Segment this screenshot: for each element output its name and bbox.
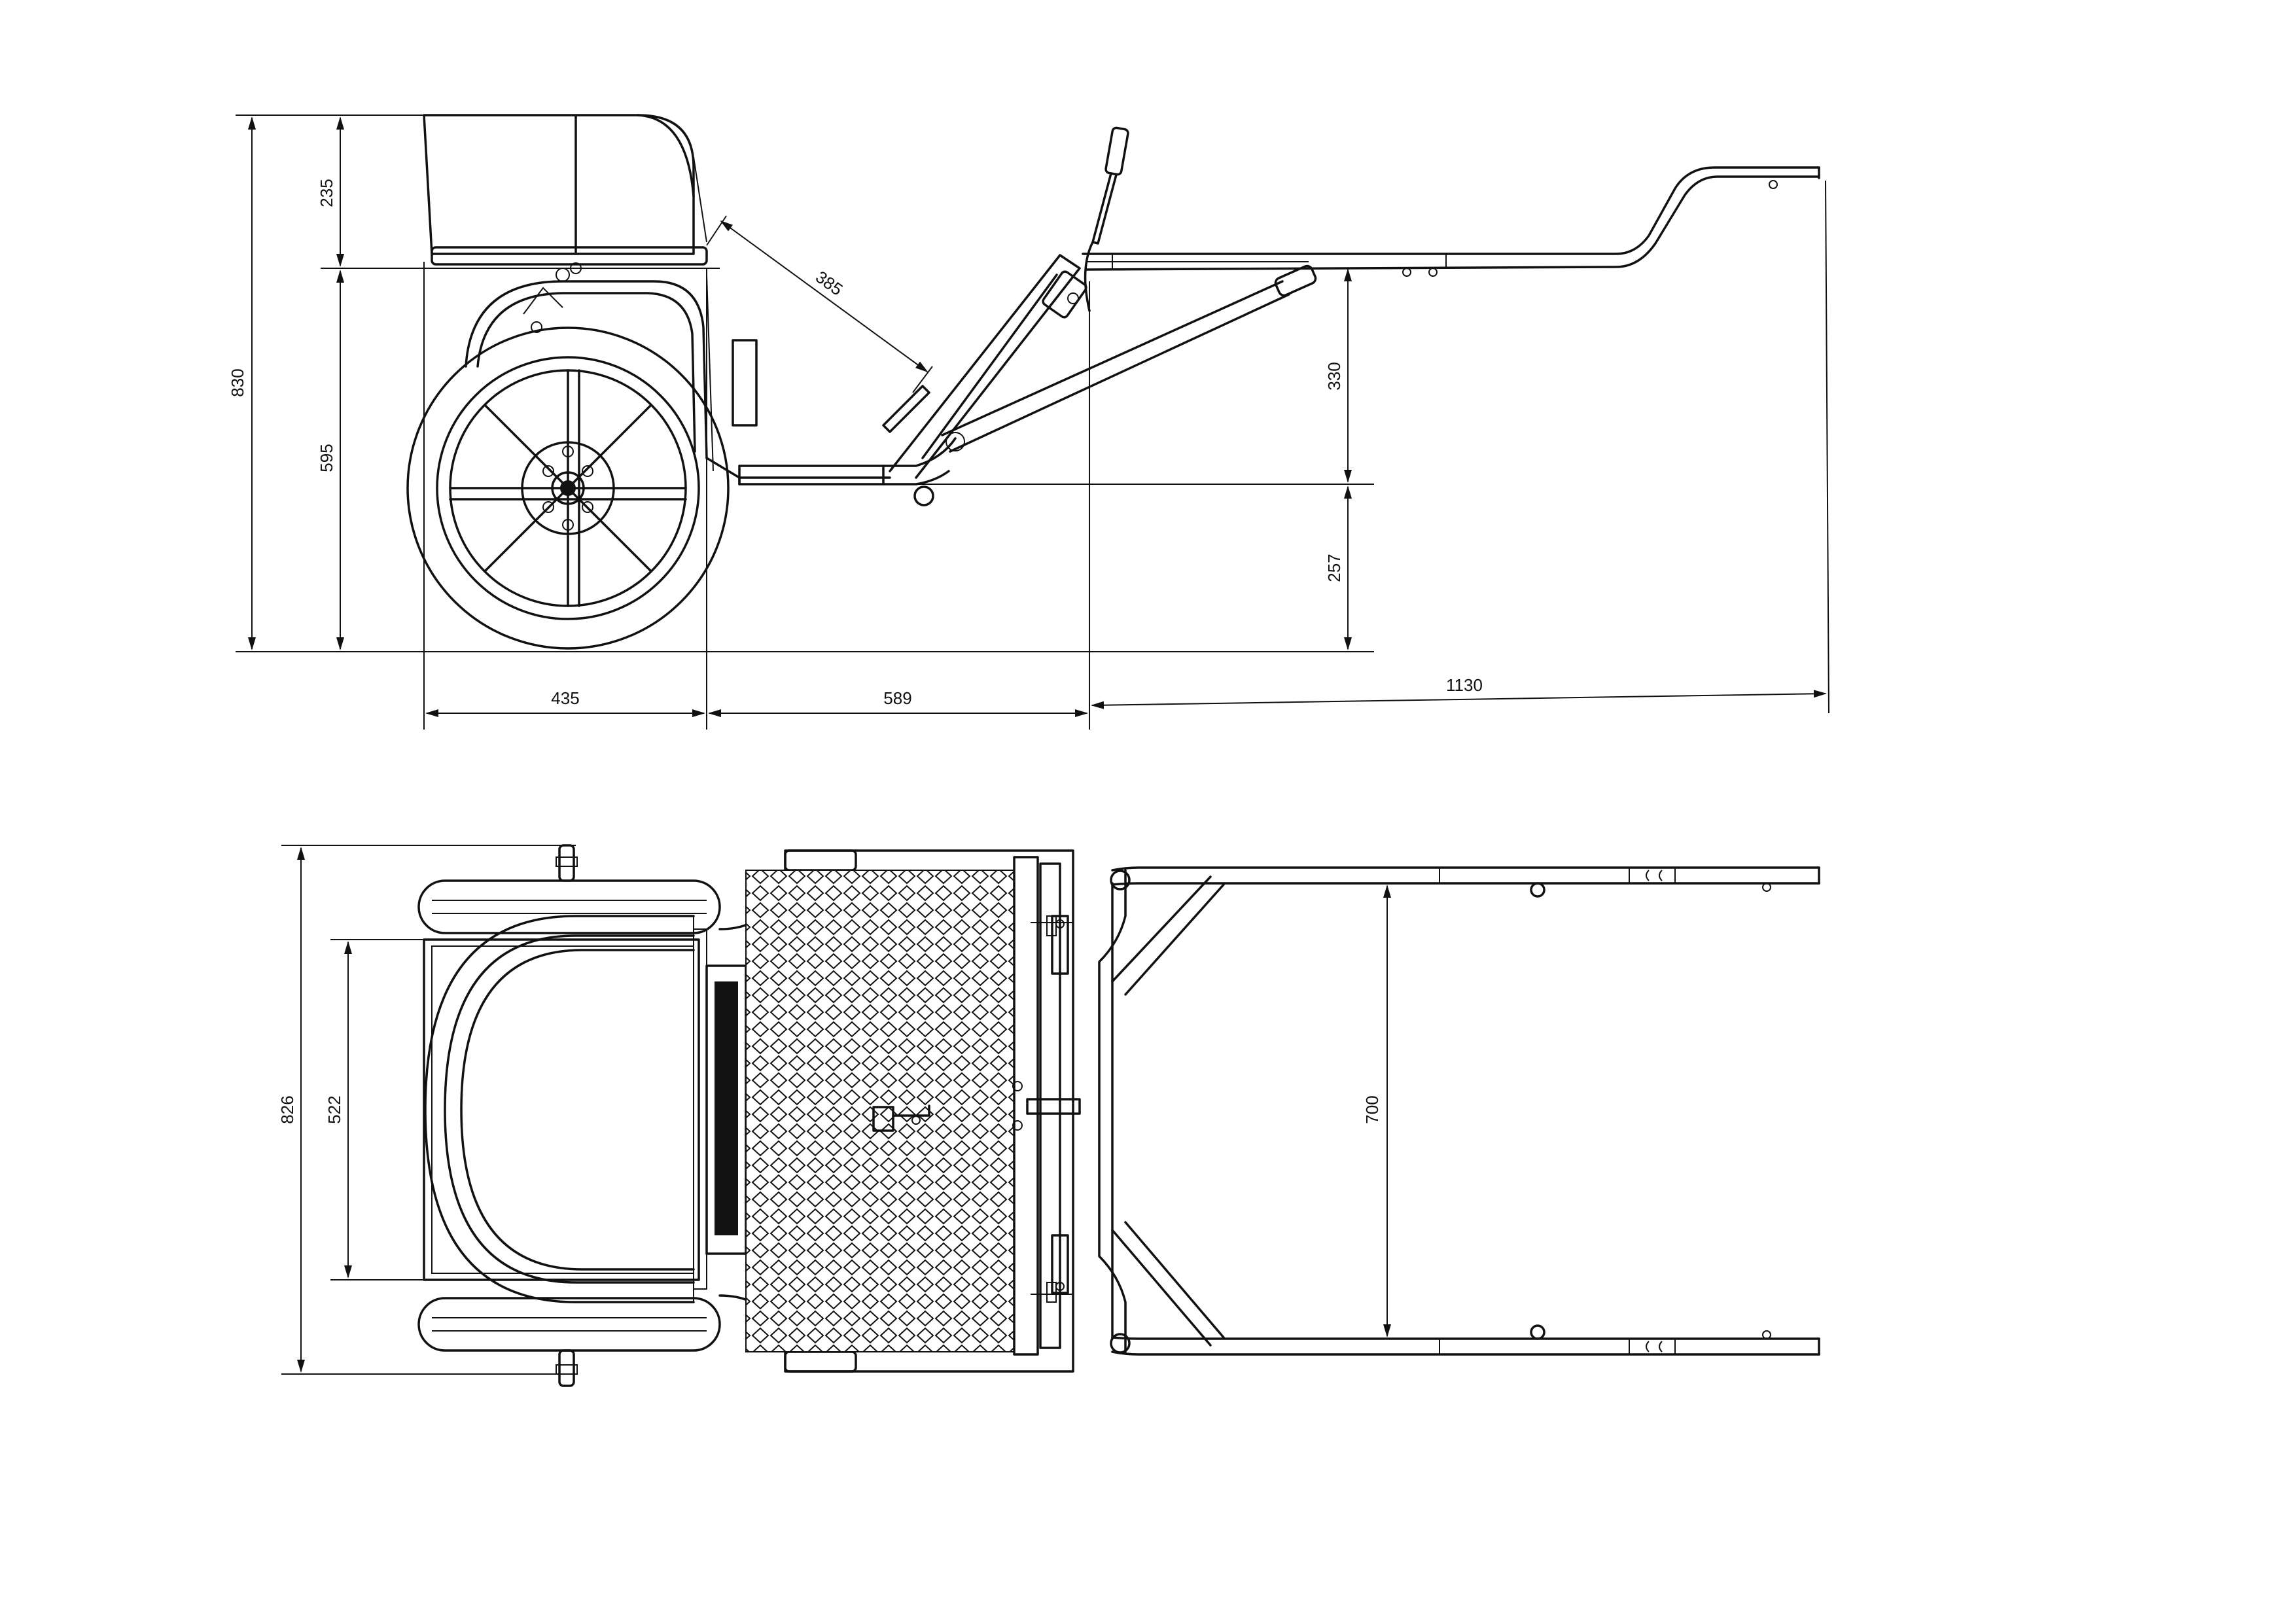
hub-bolts [542, 446, 593, 531]
shaft-arm [889, 254, 1087, 479]
top-center-latch [872, 1104, 930, 1132]
side-dimensions: 830 235 595 330 257 435 589 1130 385 [228, 115, 1829, 730]
dim-830: 830 [228, 368, 247, 397]
dim-257: 257 [1324, 554, 1344, 582]
body-frame [705, 437, 957, 506]
dim-700: 700 [1362, 1095, 1382, 1123]
top-hinges [1051, 915, 1069, 1294]
shaft [1082, 166, 1820, 277]
top-dimensions: 826 522 700 [277, 845, 1391, 1375]
dim-826: 826 [277, 1095, 297, 1123]
top-wheel-lower [417, 1297, 721, 1387]
top-backrest-pad [705, 964, 747, 1255]
dim-330: 330 [1324, 362, 1344, 390]
top-front-rails [1012, 856, 1081, 1356]
dim-385: 385 [812, 267, 847, 300]
dim-595: 595 [317, 444, 336, 472]
backrest-strut [882, 385, 930, 433]
side-view: 830 235 595 330 257 435 589 1130 385 [228, 114, 1829, 730]
dim-235: 235 [317, 179, 336, 207]
top-wheel-upper [417, 844, 721, 934]
rear-plate [732, 339, 758, 427]
top-seat [423, 915, 707, 1303]
whip-holder [1084, 126, 1129, 312]
wheel-spokes [449, 369, 687, 607]
brace-rod [941, 264, 1317, 453]
wheel [406, 327, 730, 650]
top-mesh-floor-rear [745, 870, 1015, 1352]
top-shaft-frame [1098, 866, 1820, 1356]
dim-522: 522 [325, 1095, 344, 1123]
dim-435: 435 [551, 688, 579, 708]
seat [423, 114, 708, 266]
dim-589: 589 [883, 688, 911, 708]
top-view: 826 522 700 [277, 844, 1820, 1387]
dim-1130: 1130 [1446, 675, 1483, 695]
